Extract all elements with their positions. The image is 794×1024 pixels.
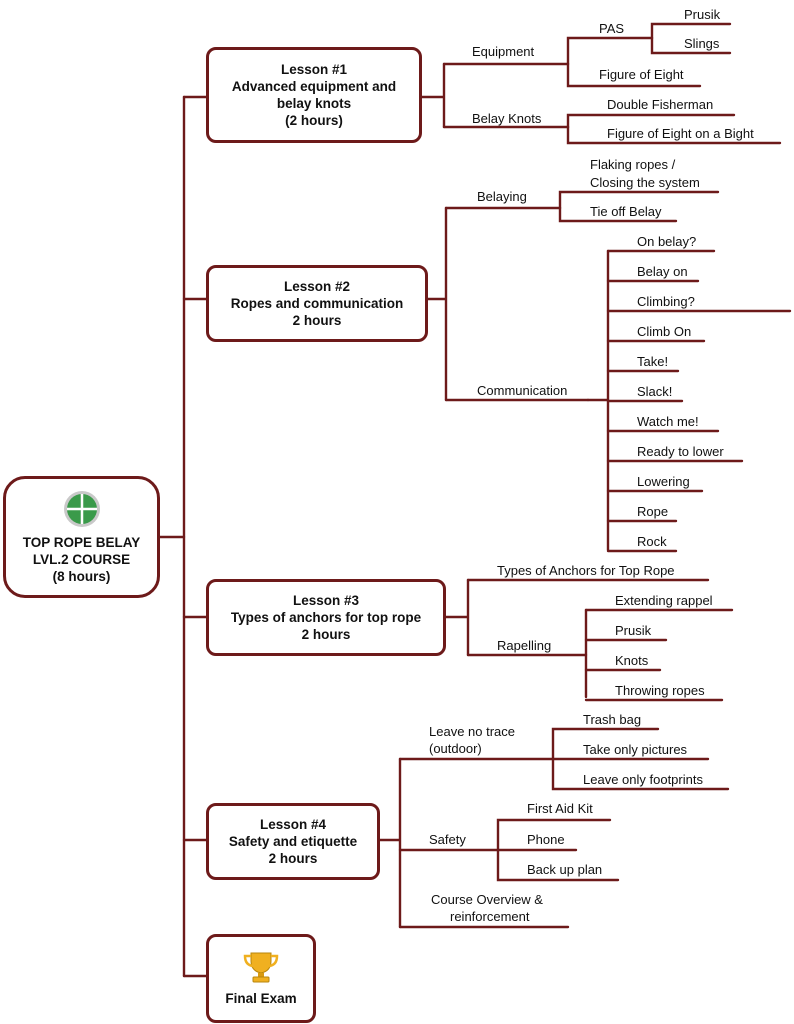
item-climb-on[interactable]: Climb On [637,324,692,339]
item-rope[interactable]: Rope [637,504,669,519]
lesson-1-subtitle-2: belay knots [276,96,352,111]
lesson-4-subtitle: Safety and etiquette [228,834,358,849]
item-tie-off-belay[interactable]: Tie off Belay [590,204,662,219]
item-lowering[interactable]: Lowering [637,474,690,489]
item-leave-only-footprints[interactable]: Leave only footprints [583,772,703,787]
item-knots[interactable]: Knots [615,653,649,668]
topic-leave-no-trace-line-1[interactable]: Leave no trace [429,724,516,739]
topic-course-overview-line-2[interactable]: reinforcement [450,909,530,924]
lesson-3-node[interactable]: Lesson #3 Types of anchors for top rope … [206,579,446,656]
item-belay-on[interactable]: Belay on [637,264,688,279]
root-title-line-2: LVL.2 COURSE [32,552,131,567]
item-rock[interactable]: Rock [637,534,667,549]
lesson-2-subtitle: Ropes and communication [230,296,404,311]
item-pas[interactable]: PAS [599,21,625,36]
topic-belay-knots[interactable]: Belay Knots [472,111,542,126]
topic-belaying[interactable]: Belaying [477,189,527,204]
lesson-2-node[interactable]: Lesson #2 Ropes and communication 2 hour… [206,265,428,342]
item-prusik-rappel[interactable]: Prusik [615,623,652,638]
lesson-4-duration: 2 hours [268,851,318,866]
item-back-up-plan[interactable]: Back up plan [527,862,603,877]
lesson-3-duration: 2 hours [301,627,351,642]
item-first-aid-kit[interactable]: First Aid Kit [527,801,593,816]
topic-leave-no-trace-line-2[interactable]: (outdoor) [429,741,482,756]
lesson-1-node[interactable]: Lesson #1 Advanced equipment and belay k… [206,47,422,143]
lesson-3-subtitle: Types of anchors for top rope [230,610,422,625]
lesson-3-title: Lesson #3 [292,593,360,608]
item-slack[interactable]: Slack! [637,384,673,399]
final-exam-node[interactable]: Final Exam [206,934,316,1023]
lesson-1-subtitle: Advanced equipment and [231,79,397,94]
root-title-line-1: TOP ROPE BELAY [22,535,141,550]
item-extending-rappel[interactable]: Extending rappel [615,593,713,608]
item-double-fisherman[interactable]: Double Fisherman [607,97,714,112]
topic-types-of-anchors[interactable]: Types of Anchors for Top Rope [497,563,675,578]
lesson-2-duration: 2 hours [292,313,342,328]
item-phone[interactable]: Phone [527,832,565,847]
item-flaking-ropes-line-2[interactable]: Closing the system [590,175,700,190]
topic-communication[interactable]: Communication [477,383,568,398]
item-watch-me[interactable]: Watch me! [637,414,699,429]
item-throwing-ropes[interactable]: Throwing ropes [615,683,705,698]
trophy-icon [243,952,279,983]
topic-course-overview-line-1[interactable]: Course Overview & [431,892,543,907]
item-flaking-ropes-line-1[interactable]: Flaking ropes / [590,157,676,172]
item-figure-of-eight-on-a-bight[interactable]: Figure of Eight on a Bight [607,126,754,141]
lesson-2-title: Lesson #2 [283,279,351,294]
item-ready-to-lower[interactable]: Ready to lower [637,444,724,459]
root-title-line-3: (8 hours) [52,569,111,584]
item-on-belay[interactable]: On belay? [637,234,697,249]
item-take[interactable]: Take! [637,354,669,369]
item-figure-of-eight[interactable]: Figure of Eight [599,67,684,82]
quadrant-circle-icon [63,491,100,527]
lesson-4-title: Lesson #4 [259,817,327,832]
item-climbing[interactable]: Climbing? [637,294,695,309]
topic-safety[interactable]: Safety [429,832,466,847]
topic-rapelling[interactable]: Rapelling [497,638,552,653]
lesson-4-node[interactable]: Lesson #4 Safety and etiquette 2 hours [206,803,380,880]
item-slings[interactable]: Slings [684,36,720,51]
lesson-1-duration: (2 hours) [285,113,343,128]
item-prusik[interactable]: Prusik [684,7,721,22]
topic-equipment[interactable]: Equipment [472,44,535,59]
lesson-1-title: Lesson #1 [280,62,348,77]
item-trash-bag[interactable]: Trash bag [583,712,642,727]
final-exam-label: Final Exam [225,991,297,1006]
item-take-only-pictures[interactable]: Take only pictures [583,742,688,757]
root-node[interactable]: TOP ROPE BELAY LVL.2 COURSE (8 hours) [3,476,160,598]
